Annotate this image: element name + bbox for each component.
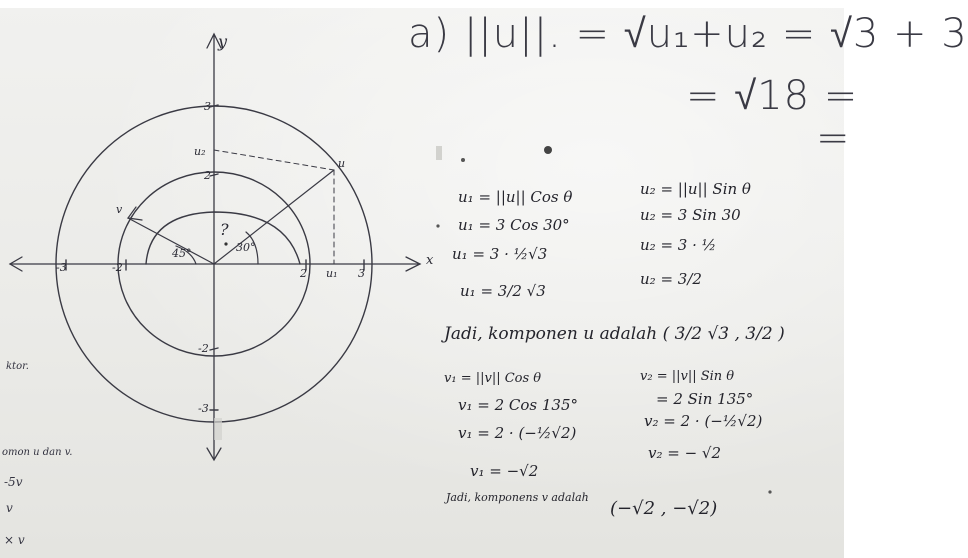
angle-30-label: 30° <box>236 241 256 254</box>
tick-y-neg3: -3 <box>198 402 209 415</box>
left-fragment-4: v <box>6 501 13 515</box>
photo-border-right <box>844 0 850 558</box>
tick-y-3: 3 <box>204 100 211 113</box>
u1-formula: u₁ = ||u|| Cos θ <box>458 188 573 206</box>
smudge-1 <box>436 146 442 160</box>
u1-evaluation: u₁ = 3 · ½√3 <box>452 245 548 263</box>
left-fragment-1: ktor. <box>6 361 29 372</box>
vector-u <box>213 169 335 265</box>
vector-graph <box>8 32 772 494</box>
left-fragment-3: -5v <box>4 475 23 489</box>
v1-evaluation: v₁ = 2 · (−½√2) <box>458 424 577 442</box>
tick-x-3: 3 <box>358 267 365 280</box>
angle-45-label: 45° <box>172 247 192 260</box>
v-conclusion: Jadi, komponens v adalah <box>446 491 589 504</box>
u2-substitution: u₂ = 3 Sin 30 <box>640 206 741 224</box>
photo-border-top <box>0 0 850 8</box>
u1-substitution: u₁ = 3 Cos 30° <box>458 216 570 234</box>
point-u-label: u <box>338 157 346 170</box>
v2-evaluation: v₂ = 2 · (−½√2) <box>644 412 763 430</box>
x-axis-arrow-left <box>8 256 23 272</box>
angle-arc-30 <box>245 231 259 265</box>
u-conclusion: Jadi, komponen u adalah ( 3/2 √3 , 3/2 ) <box>444 324 785 344</box>
x-axis-label: x <box>426 253 434 268</box>
point-v-label: v <box>116 203 123 216</box>
vector-v <box>127 217 215 265</box>
u2-evaluation: u₂ = 3 · ½ <box>640 236 717 254</box>
question-mark: ? <box>220 220 229 239</box>
v2-substitution: = 2 Sin 135° <box>656 390 754 408</box>
u1-axis-label: u₁ <box>326 267 338 280</box>
equals-continuation: = <box>816 115 851 161</box>
u1-result: u₁ = 3/2 √3 <box>460 282 546 300</box>
y-axis-label: y <box>218 32 228 51</box>
v1-formula: v₁ = ||v|| Cos θ <box>444 371 542 386</box>
tick-x-2: 2 <box>300 267 307 280</box>
sqrt-18-line: = √18 = <box>686 73 859 119</box>
u2-axis-label: u₂ <box>194 145 206 158</box>
v1-result: v₁ = −√2 <box>470 462 539 480</box>
dot-3 <box>436 224 440 228</box>
norm-equation: a) ||u||. = √u₁+u₂ = √3 + 3 <box>408 11 968 57</box>
u2-projection <box>213 149 335 171</box>
dot-2 <box>544 146 552 154</box>
left-fragment-2: omon u dan v. <box>2 447 73 458</box>
x-axis-arrow <box>405 256 422 272</box>
angle-arc-45 <box>175 245 197 265</box>
u2-result: u₂ = 3/2 <box>640 270 702 288</box>
dot-4 <box>224 242 228 246</box>
circle-radius-1-half <box>145 211 301 265</box>
tick-y-neg2: -2 <box>198 342 209 355</box>
tick-y-2: 2 <box>204 169 211 182</box>
dot-5 <box>768 490 772 494</box>
circle-radius-2 <box>117 171 311 357</box>
smudge-2 <box>214 418 222 440</box>
v2-result: v₂ = − √2 <box>648 444 722 462</box>
y-axis-arrow <box>206 32 222 49</box>
tick-x-neg3: -3 <box>56 261 67 274</box>
left-fragment-5: × v <box>4 533 25 547</box>
vector-v-tick <box>126 206 143 221</box>
u2-formula: u₂ = ||u|| Sin θ <box>640 180 751 198</box>
y-axis-arrow-bottom <box>206 447 222 462</box>
v1-substitution: v₁ = 2 Cos 135° <box>458 396 579 414</box>
tick-x-neg2: -2 <box>112 261 123 274</box>
dot-1 <box>461 158 465 162</box>
v2-formula: v₂ = ||v|| Sin θ <box>640 369 735 384</box>
v-result: (−√2 , −√2) <box>610 498 718 519</box>
